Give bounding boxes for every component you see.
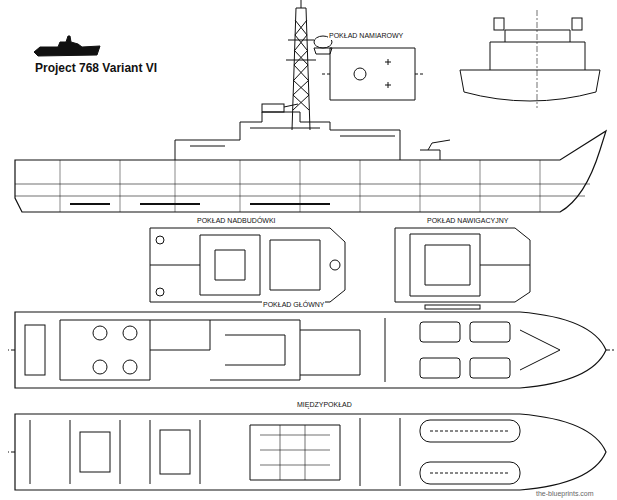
watermark: the-blueprints.com <box>535 490 595 498</box>
deck-title: POKŁAD NAMIAROWY <box>328 32 404 40</box>
deck-title: POKŁAD NADBUDÓWKI <box>196 217 277 225</box>
deck-title: MIĘDZYPOKŁAD <box>296 401 353 409</box>
deck-title: POKŁAD GŁÓWNY <box>262 301 325 309</box>
deck-title: POKŁAD NAWIGACYJNY <box>426 217 509 225</box>
drawing-title: Project 768 Variant VI <box>34 62 158 76</box>
